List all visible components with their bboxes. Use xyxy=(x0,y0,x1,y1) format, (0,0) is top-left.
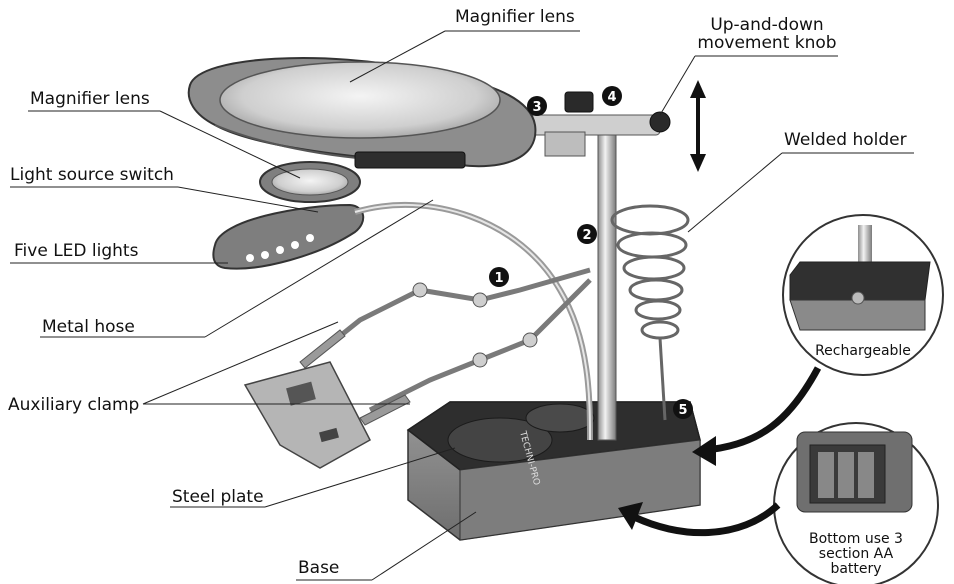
svg-text:3: 3 xyxy=(532,100,541,115)
marker-3: 3 xyxy=(527,96,547,116)
base-unit: TECHNI-PRO xyxy=(406,401,701,541)
led-light-head xyxy=(212,203,365,270)
label-auxiliary-clamp: Auxiliary clamp xyxy=(8,395,140,415)
vertical-pole xyxy=(597,119,617,441)
label-magnifier-lens-top: Magnifier lens xyxy=(455,7,575,27)
marker-1: 1 xyxy=(489,267,509,287)
arrow-rechargeable xyxy=(704,366,822,454)
svg-text:1: 1 xyxy=(494,271,503,286)
marker-5: 5 xyxy=(673,399,693,419)
inset-rechargeable xyxy=(782,214,944,376)
label-metal-hose: Metal hose xyxy=(42,317,135,337)
inset-battery xyxy=(773,422,939,584)
callout-lines xyxy=(10,30,914,581)
caption-rechargeable: Rechargeable xyxy=(815,343,911,359)
auxiliary-clamp-arms xyxy=(299,267,592,426)
circuit-board xyxy=(243,361,371,469)
caption-battery: Bottom use 3 section AA battery xyxy=(809,531,903,577)
svg-text:2: 2 xyxy=(582,228,591,243)
marker-2: 2 xyxy=(577,224,597,244)
label-steel-plate: Steel plate xyxy=(172,487,264,507)
svg-text:4: 4 xyxy=(607,90,616,105)
label-up-down-knob: Up-and-down movement knob xyxy=(697,15,837,53)
large-magnifier xyxy=(187,57,537,168)
svg-text:5: 5 xyxy=(678,403,687,418)
label-base: Base xyxy=(298,558,340,578)
marker-4: 4 xyxy=(602,86,622,106)
label-magnifier-lens-left: Magnifier lens xyxy=(30,89,150,109)
label-five-led-lights: Five LED lights xyxy=(14,241,139,261)
small-magnifier xyxy=(259,151,466,203)
welded-holder-spiral xyxy=(610,204,690,421)
label-welded-holder: Welded holder xyxy=(784,130,907,150)
arrow-battery xyxy=(628,502,781,537)
label-light-source-switch: Light source switch xyxy=(10,165,174,185)
up-down-arrow-icon xyxy=(690,80,706,172)
top-arm-assembly xyxy=(529,91,671,157)
